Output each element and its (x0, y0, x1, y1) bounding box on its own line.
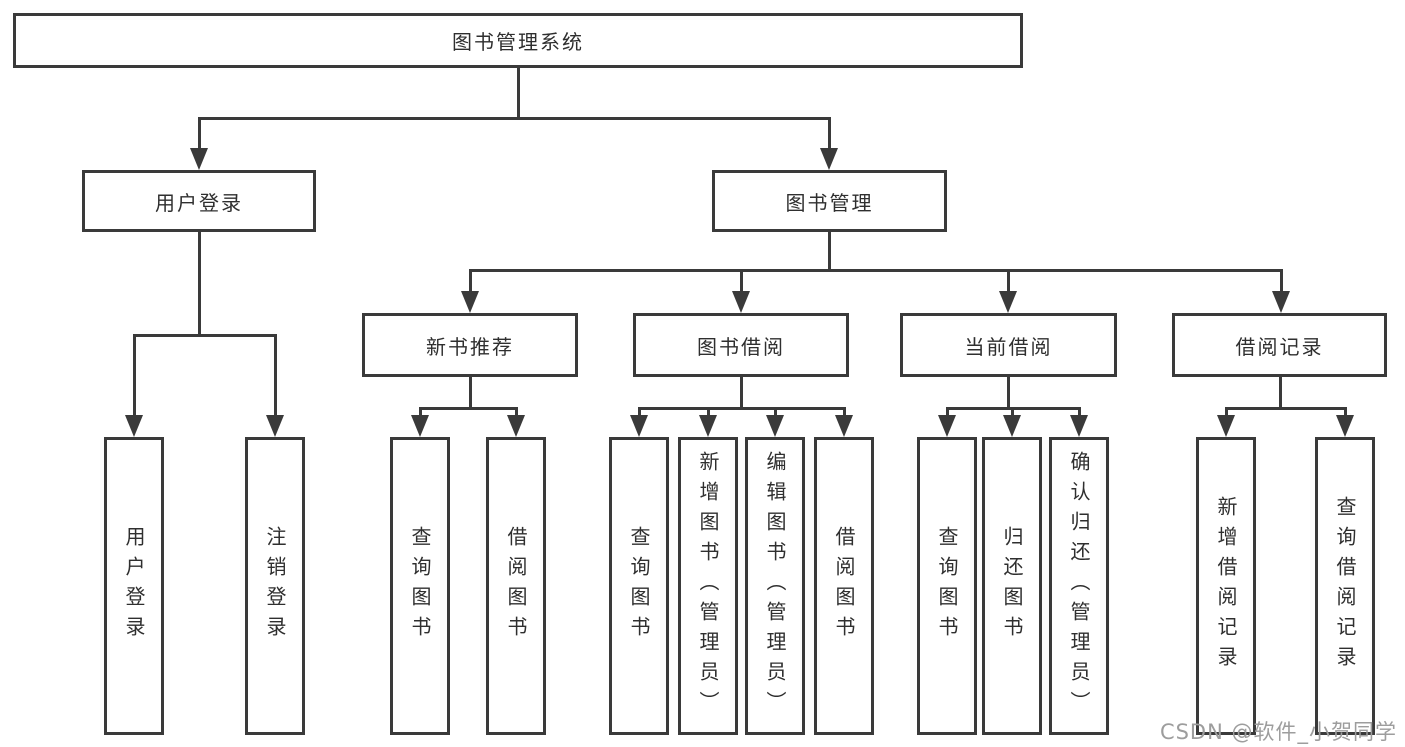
connector-line (946, 407, 949, 415)
arrowhead-down-icon (1217, 415, 1235, 437)
leaf-user-login-label: 用户登录 (122, 526, 146, 646)
arrowhead-down-icon (1336, 415, 1354, 437)
connector-line (1225, 407, 1228, 415)
connector-line (638, 407, 641, 415)
connector-line (740, 377, 743, 409)
connector-line (843, 407, 846, 415)
leaf-current-return-books-label: 归还图书 (1000, 526, 1024, 646)
node-borrow-records: 借阅记录 (1172, 313, 1387, 377)
connector-line (638, 407, 846, 410)
leaf-current-query-books-label: 查询图书 (935, 526, 959, 646)
connector-line (517, 68, 520, 119)
node-new-book-recommend-label: 新书推荐 (426, 334, 514, 359)
leaf-current-confirm-return-admin: 确认归还（管理员） (1049, 437, 1109, 735)
leaf-current-query-books: 查询图书 (917, 437, 977, 735)
node-current-borrow: 当前借阅 (900, 313, 1117, 377)
leaf-borrow-add-books-admin: 新增图书（管理员） (678, 437, 738, 735)
node-book-borrow: 图书借阅 (633, 313, 849, 377)
connector-line (1011, 407, 1014, 415)
arrowhead-down-icon (507, 415, 525, 437)
leaf-logout-label: 注销登录 (263, 526, 287, 646)
arrowhead-down-icon (999, 291, 1017, 313)
connector-line (469, 269, 472, 291)
leaf-recommend-query-books: 查询图书 (390, 437, 450, 735)
leaf-recommend-borrow-books: 借阅图书 (486, 437, 546, 735)
node-current-borrow-label: 当前借阅 (964, 334, 1053, 359)
leaf-current-return-books: 归还图书 (982, 437, 1042, 735)
connector-line (515, 407, 518, 415)
arrowhead-down-icon (766, 415, 784, 437)
connector-line (1007, 377, 1010, 409)
leaf-logout: 注销登录 (245, 437, 305, 735)
leaf-user-login: 用户登录 (104, 437, 164, 735)
node-root-label: 图书管理系统 (452, 30, 584, 54)
leaf-borrow-borrow-books: 借阅图书 (814, 437, 874, 735)
connector-line (274, 334, 277, 415)
connector-line (198, 232, 201, 336)
arrowhead-down-icon (699, 415, 717, 437)
connector-line (1078, 407, 1081, 415)
arrowhead-down-icon (820, 148, 838, 170)
connector-line (469, 269, 1282, 272)
watermark: CSDN @软件_小贺同学 (1159, 720, 1397, 744)
connector-line (469, 377, 472, 409)
leaf-borrow-edit-books-admin: 编辑图书（管理员） (745, 437, 805, 735)
connector-line (133, 334, 136, 415)
connector-line (828, 232, 831, 271)
leaf-borrow-query-books: 查询图书 (609, 437, 669, 735)
connector-line (1344, 407, 1347, 415)
arrowhead-down-icon (266, 415, 284, 437)
node-user-login: 用户登录 (82, 170, 316, 232)
connector-line (133, 334, 276, 337)
arrowhead-down-icon (190, 148, 208, 170)
leaf-records-query-record: 查询借阅记录 (1315, 437, 1375, 735)
connector-line (419, 407, 517, 410)
node-new-book-recommend: 新书推荐 (362, 313, 578, 377)
arrowhead-down-icon (1070, 415, 1088, 437)
connector-line (1280, 269, 1283, 291)
connector-line (419, 407, 422, 415)
leaf-recommend-borrow-books-label: 借阅图书 (504, 526, 528, 646)
arrowhead-down-icon (125, 415, 143, 437)
leaf-records-add-record-label: 新增借阅记录 (1214, 496, 1238, 676)
connector-line (828, 117, 831, 148)
node-book-borrow-label: 图书借阅 (697, 334, 785, 359)
leaf-borrow-query-books-label: 查询图书 (627, 526, 651, 646)
leaf-borrow-add-books-admin-label: 新增图书（管理员） (696, 451, 720, 721)
arrowhead-down-icon (732, 291, 750, 313)
leaf-records-query-record-label: 查询借阅记录 (1333, 496, 1357, 676)
node-book-management: 图书管理 (712, 170, 947, 232)
connector-line (1007, 269, 1010, 291)
connector-line (707, 407, 710, 415)
arrowhead-down-icon (835, 415, 853, 437)
node-root: 图书管理系统 (13, 13, 1023, 68)
node-book-management-label: 图书管理 (785, 190, 874, 215)
leaf-borrow-edit-books-admin-label: 编辑图书（管理员） (763, 451, 787, 721)
connector-line (774, 407, 777, 415)
arrowhead-down-icon (630, 415, 648, 437)
arrowhead-down-icon (1272, 291, 1290, 313)
node-borrow-records-label: 借阅记录 (1235, 334, 1324, 359)
connector-line (1225, 407, 1346, 410)
leaf-records-add-record: 新增借阅记录 (1196, 437, 1256, 735)
leaf-current-confirm-return-admin-label: 确认归还（管理员） (1067, 451, 1091, 721)
leaf-recommend-query-books-label: 查询图书 (408, 526, 432, 646)
arrowhead-down-icon (411, 415, 429, 437)
leaf-borrow-borrow-books-label: 借阅图书 (832, 526, 856, 646)
arrowhead-down-icon (938, 415, 956, 437)
connector-line (198, 117, 831, 120)
connector-line (740, 269, 743, 291)
node-user-login-label: 用户登录 (155, 190, 243, 215)
connector-line (1279, 377, 1282, 409)
arrowhead-down-icon (461, 291, 479, 313)
arrowhead-down-icon (1003, 415, 1021, 437)
connector-line (198, 117, 201, 148)
